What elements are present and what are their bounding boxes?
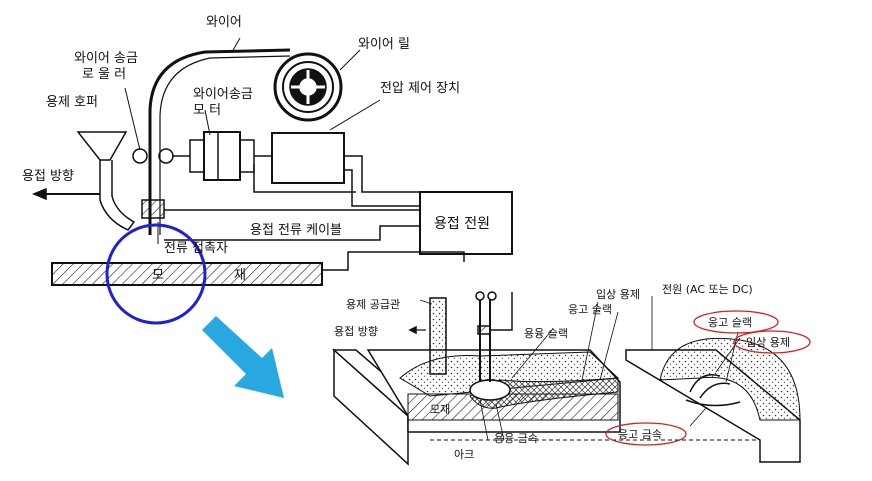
- base-metal-plate: [51, 262, 323, 286]
- highlight-solid-metal: [605, 422, 687, 446]
- label-granular-flux-top: 입상 용제: [596, 288, 640, 301]
- label-feed-motor-2: 모 터: [193, 103, 221, 118]
- cutaway-diagram: [332, 291, 801, 466]
- label-welding-direction-2: 용접 방향: [334, 325, 378, 338]
- label-feed-roller-2: 로 울 러: [82, 67, 126, 82]
- power-source-box: [419, 191, 513, 255]
- label-solid-metal-circled: 응고 금속: [618, 428, 662, 441]
- highlight-granular-flux: [733, 330, 811, 354]
- label-welding-direction: 용접 방향: [22, 169, 74, 184]
- label-power-ac-dc: 전원 (AC 또는 DC): [662, 283, 753, 296]
- wire-reel-icon: [273, 52, 343, 122]
- label-wire-reel: 와이어 릴: [358, 37, 410, 52]
- label-contact-tip: 전류 접촉자: [164, 241, 228, 256]
- label-feed-roller-1: 와이어 송금: [74, 51, 138, 66]
- wire-line: [148, 48, 291, 235]
- label-feed-motor-1: 와이어송금: [193, 87, 253, 102]
- label-flux-feed-tube: 용제 공급관: [346, 298, 400, 311]
- label-base-metal-left: 모: [152, 268, 164, 283]
- highlight-solid-slag: [693, 310, 779, 334]
- zoom-arrow-icon: [202, 316, 284, 398]
- apparatus-diagram: [32, 37, 513, 286]
- label-solid-slag-top: 응고 슬랙: [568, 303, 612, 316]
- label-arc: 아크: [454, 448, 474, 461]
- label-power-source: 용접 전원: [434, 216, 490, 232]
- label-solid-slag-circled: 응고 슬랙: [708, 316, 752, 329]
- feed-roller-left-icon: [132, 148, 148, 164]
- label-molten-slag: 용융 슬랙: [524, 327, 568, 340]
- flux-hopper-icon: [76, 131, 136, 231]
- label-base-metal-right: 재: [234, 268, 246, 283]
- flux-feed-tube: [429, 297, 447, 375]
- callout-circle: [105, 223, 207, 325]
- label-molten-metal: 용융 금속: [494, 432, 538, 445]
- label-wire: 와이어: [206, 15, 242, 30]
- contact-tip-icon: [141, 199, 165, 219]
- labels: 와이어 와이어 릴 와이어 송금 로 울 러 용제 호퍼 와이어송금 모 터 전…: [22, 15, 790, 461]
- label-granular-flux-circled: 입상 용제: [746, 336, 790, 349]
- label-welding-cable: 용접 전류 케이블: [250, 223, 342, 238]
- feed-roller-right-icon: [158, 148, 174, 164]
- label-flux-hopper: 용제 호퍼: [46, 95, 98, 110]
- voltage-control-box: [271, 132, 345, 184]
- feed-motor-icon: [172, 131, 255, 181]
- label-base-metal-block: 모재: [430, 403, 450, 416]
- label-voltage-control: 전압 제어 장치: [380, 81, 460, 96]
